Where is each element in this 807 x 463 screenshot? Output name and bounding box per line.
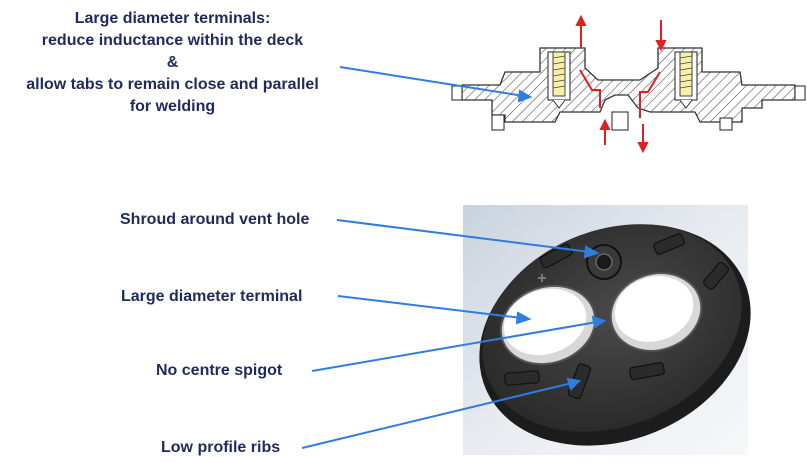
deck-section-body — [461, 47, 796, 123]
top-annotation-line-1: Large diameter terminals: — [74, 10, 271, 27]
left-foot — [491, 114, 505, 131]
vent-spigot — [611, 111, 629, 131]
leader-shroud — [336, 219, 591, 253]
leader-ribs — [301, 382, 573, 449]
leader-lines — [301, 66, 607, 449]
low-profile-ribs — [504, 233, 729, 400]
top-annotation-line-4: allow tabs to remain close and parallel — [26, 76, 319, 93]
left-flange — [451, 85, 463, 101]
callout-terminal-label: Large diameter terminal — [121, 288, 303, 305]
top-annotation-line-2: reduce inductance within the deck — [41, 32, 304, 49]
top-annotation: Large diameter terminals: reduce inducta… — [0, 8, 345, 118]
right-foot — [719, 117, 733, 131]
right-terminal-face — [614, 276, 694, 342]
top-annotation-line-3: & — [166, 54, 179, 71]
flow-arrows — [575, 14, 667, 154]
right-flange — [794, 85, 806, 101]
right-bore-tip — [679, 99, 693, 109]
leader-top-note — [339, 66, 525, 97]
callout-spigot-label: No centre spigot — [156, 362, 283, 379]
left-terminal-face — [503, 288, 587, 356]
left-bore-tip — [552, 99, 566, 109]
callout-shroud-label: Shroud around vent hole — [120, 211, 310, 228]
vent-hole — [595, 253, 613, 271]
polarity-plus-icon — [538, 274, 546, 282]
top-annotation-line-5: for welding — [129, 98, 216, 115]
leader-spigot — [311, 321, 598, 372]
callout-ribs-label: Low profile ribs — [161, 439, 281, 456]
cross-section-drawing — [451, 14, 806, 154]
deck-render — [463, 205, 751, 455]
leader-terminal — [337, 295, 523, 319]
